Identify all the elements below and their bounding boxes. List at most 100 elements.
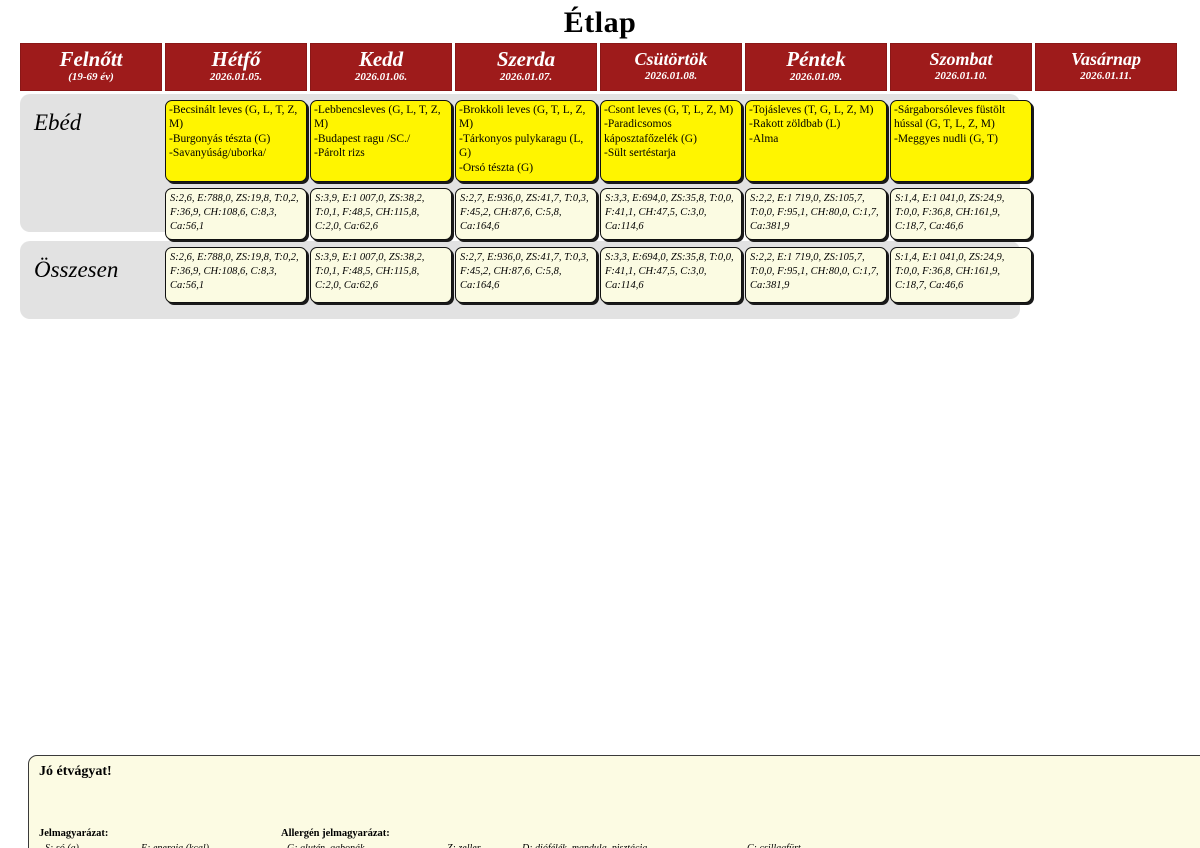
food-line: -Burgonyás tészta (G) <box>169 132 271 145</box>
total-cell-thursday: S:3,3, E:694,0, ZS:35,8, T:0,0, F:41,1, … <box>600 247 742 303</box>
legend-item: G: glutén, gabonák <box>281 842 441 848</box>
food-line: -Sült sertéstarja <box>604 147 676 160</box>
food-line: -Tárkonyos pulykaragu (L, G) <box>459 132 584 160</box>
header-cell-group: Felnőtt (19-69 év) <box>20 43 162 91</box>
header-day-label: Felnőtt <box>59 47 123 72</box>
food-line: -Meggyes nudli (G, T) <box>894 132 998 145</box>
lunch-cell-wednesday: -Brokkoli leves (G, T, L, Z, M)-Tárkonyo… <box>455 100 597 240</box>
header-day-label: Hétfő <box>211 47 261 72</box>
food-line: -Paradicsomos káposztafőzelék (G) <box>604 118 697 145</box>
legend-item: Z: zeller <box>441 842 516 848</box>
header-date-label: 2026.01.10. <box>934 69 988 82</box>
nutrition-card: S:3,3, E:694,0, ZS:35,8, T:0,0, F:41,1, … <box>600 188 742 240</box>
food-line: -Brokkoli leves (G, T, L, Z, M) <box>459 104 586 131</box>
allergen-legend-columns: G: glutén, gabonák L: laktóz, tej, tejte… <box>281 842 901 848</box>
food-line: -Orsó tészta (G) <box>459 161 534 174</box>
food-line: -Sárgaborsóleves füstölt hússal (G, T, L… <box>894 104 1006 131</box>
legend-item: S: só (g) <box>39 842 135 848</box>
lunch-cell-tuesday: -Lebbencsleves (G, L, T, Z, M)-Budapest … <box>310 100 452 240</box>
food-line: -Budapest ragu /SC./ <box>314 132 411 145</box>
header-day-label: Péntek <box>786 47 846 72</box>
legend-item: E: energia (kcal) <box>135 842 265 848</box>
header-date-label: 2026.01.07. <box>499 71 553 84</box>
legend-panel: Jó étvágyat! Jelmagyarázat: S: só (g) ZS… <box>28 755 1200 848</box>
lunch-cell-friday: -Tojásleves (T, G, L, Z, M) -Rakott zöldb… <box>745 100 887 240</box>
header-cell-wednesday: Szerda 2026.01.07. <box>455 43 597 91</box>
menu-table: Felnőtt (19-69 év) Hétfő 2026.01.05. Ked… <box>20 43 1200 848</box>
food-line: -Csont leves (G, T, L, Z, M) <box>604 104 734 116</box>
nutrition-card: S:1,4, E:1 041,0, ZS:24,9, T:0,0, F:36,8… <box>890 188 1032 240</box>
header-cell-tuesday: Kedd 2026.01.06. <box>310 43 452 91</box>
table-header-row: Felnőtt (19-69 év) Hétfő 2026.01.05. Ked… <box>20 43 1177 91</box>
food-line: -Alma <box>749 132 779 145</box>
header-day-label: Szombat <box>929 48 993 69</box>
food-line: -Lebbencsleves (G, L, T, Z, M) <box>314 104 441 131</box>
nutrition-card: S:2,7, E:936,0, ZS:41,7, T:0,3, F:45,2, … <box>455 188 597 240</box>
nutrition-card: S:2,2, E:1 719,0, ZS:105,7, T:0,0, F:95,… <box>745 188 887 240</box>
food-line: -Savanyúság/uborka/ <box>169 147 267 160</box>
lunch-cell-sunday <box>1035 100 1177 101</box>
food-card: -Csont leves (G, T, L, Z, M) -Paradicsomo… <box>600 100 742 182</box>
header-date-label: 2026.01.05. <box>209 71 263 84</box>
legend-item: C: csillagfürt <box>741 842 901 848</box>
header-date-label: 2026.01.08. <box>644 69 698 82</box>
total-cell-wednesday: S:2,7, E:936,0, ZS:41,7, T:0,3, F:45,2, … <box>455 247 597 303</box>
nutrition-card: S:3,9, E:1 007,0, ZS:38,2, T:0,1, F:48,5… <box>310 188 452 240</box>
header-date-label: 2026.01.09. <box>789 71 843 84</box>
nutrition-card: S:1,4, E:1 041,0, ZS:24,9, T:0,0, F:36,8… <box>890 247 1032 303</box>
allergen-legend-block: Allergén jelmagyarázat: G: glutén, gabon… <box>281 827 901 848</box>
nutrition-card: S:3,9, E:1 007,0, ZS:38,2, T:0,1, F:48,5… <box>310 247 452 303</box>
total-cell-saturday: S:1,4, E:1 041,0, ZS:24,9, T:0,0, F:36,8… <box>890 247 1032 303</box>
header-date-label: (19-69 év) <box>68 71 114 84</box>
total-cell-tuesday: S:3,9, E:1 007,0, ZS:38,2, T:0,1, F:48,5… <box>310 247 452 303</box>
lunch-cell-saturday: -Sárgaborsóleves füstölt hússal (G, T, L… <box>890 100 1032 240</box>
allergen-legend-col-3: D: diófélék, mandula, pisztácia M: mustá… <box>516 842 741 848</box>
nutrition-card: S:2,7, E:936,0, ZS:41,7, T:0,3, F:45,2, … <box>455 247 597 303</box>
nutrition-legend-block: Jelmagyarázat: S: só (g) ZS: zsír (g) F:… <box>39 827 265 848</box>
empty-placeholder <box>1035 247 1177 248</box>
food-card: -Brokkoli leves (G, T, L, Z, M)-Tárkonyo… <box>455 100 597 182</box>
legend-grid: Jelmagyarázat: S: só (g) ZS: zsír (g) F:… <box>39 827 1200 848</box>
header-day-label: Csütörtök <box>634 48 708 69</box>
header-cell-sunday: Vasárnap 2026.01.11. <box>1035 43 1177 91</box>
nutrition-legend-title: Jelmagyarázat: <box>39 827 109 839</box>
nutrition-legend-col-1: S: só (g) ZS: zsír (g) F: fehérje (g) C:… <box>39 842 135 848</box>
bon-appetit-text: Jó étvágyat! <box>39 764 112 779</box>
food-card: -Sárgaborsóleves füstölt hússal (G, T, L… <box>890 100 1032 182</box>
nutrition-card: S:2,6, E:788,0, ZS:19,8, T:0,2, F:36,9, … <box>165 247 307 303</box>
nutrition-legend-columns: S: só (g) ZS: zsír (g) F: fehérje (g) C:… <box>39 842 265 848</box>
row-label-lunch: Ebéd <box>34 110 82 135</box>
header-cell-friday: Péntek 2026.01.09. <box>745 43 887 91</box>
food-line: -Tojásleves (T, G, L, Z, M) <box>749 104 874 116</box>
header-day-label: Szerda <box>496 47 556 72</box>
food-line: -Becsinált leves (G, L, T, Z, M) <box>169 104 298 131</box>
header-day-label: Vasárnap <box>1070 48 1142 69</box>
empty-placeholder <box>1035 100 1177 101</box>
total-cell-monday: S:2,6, E:788,0, ZS:19,8, T:0,2, F:36,9, … <box>165 247 307 303</box>
allergen-legend-col-1: G: glutén, gabonák L: laktóz, tej, tejte… <box>281 842 441 848</box>
page-title: Étlap <box>563 6 637 39</box>
nutrition-legend-col-2: E: energia (kcal) T: telített zsírsav (g… <box>135 842 265 848</box>
header-cell-thursday: Csütörtök 2026.01.08. <box>600 43 742 91</box>
header-cell-saturday: Szombat 2026.01.10. <box>890 43 1032 91</box>
lunch-cell-monday: -Becsinált leves (G, L, T, Z, M)-Burgony… <box>165 100 307 240</box>
food-card: -Lebbencsleves (G, L, T, Z, M)-Budapest … <box>310 100 452 182</box>
meal-row-total: Összesen S:2,6, E:788,0, ZS:19,8, T:0,2,… <box>20 241 1032 319</box>
nutrition-card: S:2,2, E:1 719,0, ZS:105,7, T:0,0, F:95,… <box>745 247 887 303</box>
legend-item: D: diófélék, mandula, pisztácia <box>516 842 741 848</box>
row-label-total: Összesen <box>34 257 119 282</box>
nutrition-card: S:2,6, E:788,0, ZS:19,8, T:0,2, F:36,9, … <box>165 188 307 240</box>
allergen-legend-col-4: C: csillagfürt P: puhatestűek <box>741 842 901 848</box>
food-card: -Tojásleves (T, G, L, Z, M) -Rakott zöldb… <box>745 100 887 182</box>
allergen-legend-title: Allergén jelmagyarázat: <box>281 827 390 839</box>
header-date-label: 2026.01.11. <box>1080 69 1132 82</box>
nutrition-card: S:3,3, E:694,0, ZS:35,8, T:0,0, F:41,1, … <box>600 247 742 303</box>
food-line: -Rakott zöldbab (L) <box>749 118 841 131</box>
food-card: -Becsinált leves (G, L, T, Z, M)-Burgony… <box>165 100 307 182</box>
allergen-legend-col-2: Z: zeller R: rákfélék H: halak O: szója <box>441 842 516 848</box>
total-cell-friday: S:2,2, E:1 719,0, ZS:105,7, T:0,0, F:95,… <box>745 247 887 303</box>
meal-row-lunch: Ebéd -Becsinált leves (G, L, T, Z, M)-Bu… <box>20 94 1032 240</box>
header-date-label: 2026.01.06. <box>354 71 408 84</box>
header-cell-monday: Hétfő 2026.01.05. <box>165 43 307 91</box>
total-cell-sunday <box>1035 247 1177 248</box>
